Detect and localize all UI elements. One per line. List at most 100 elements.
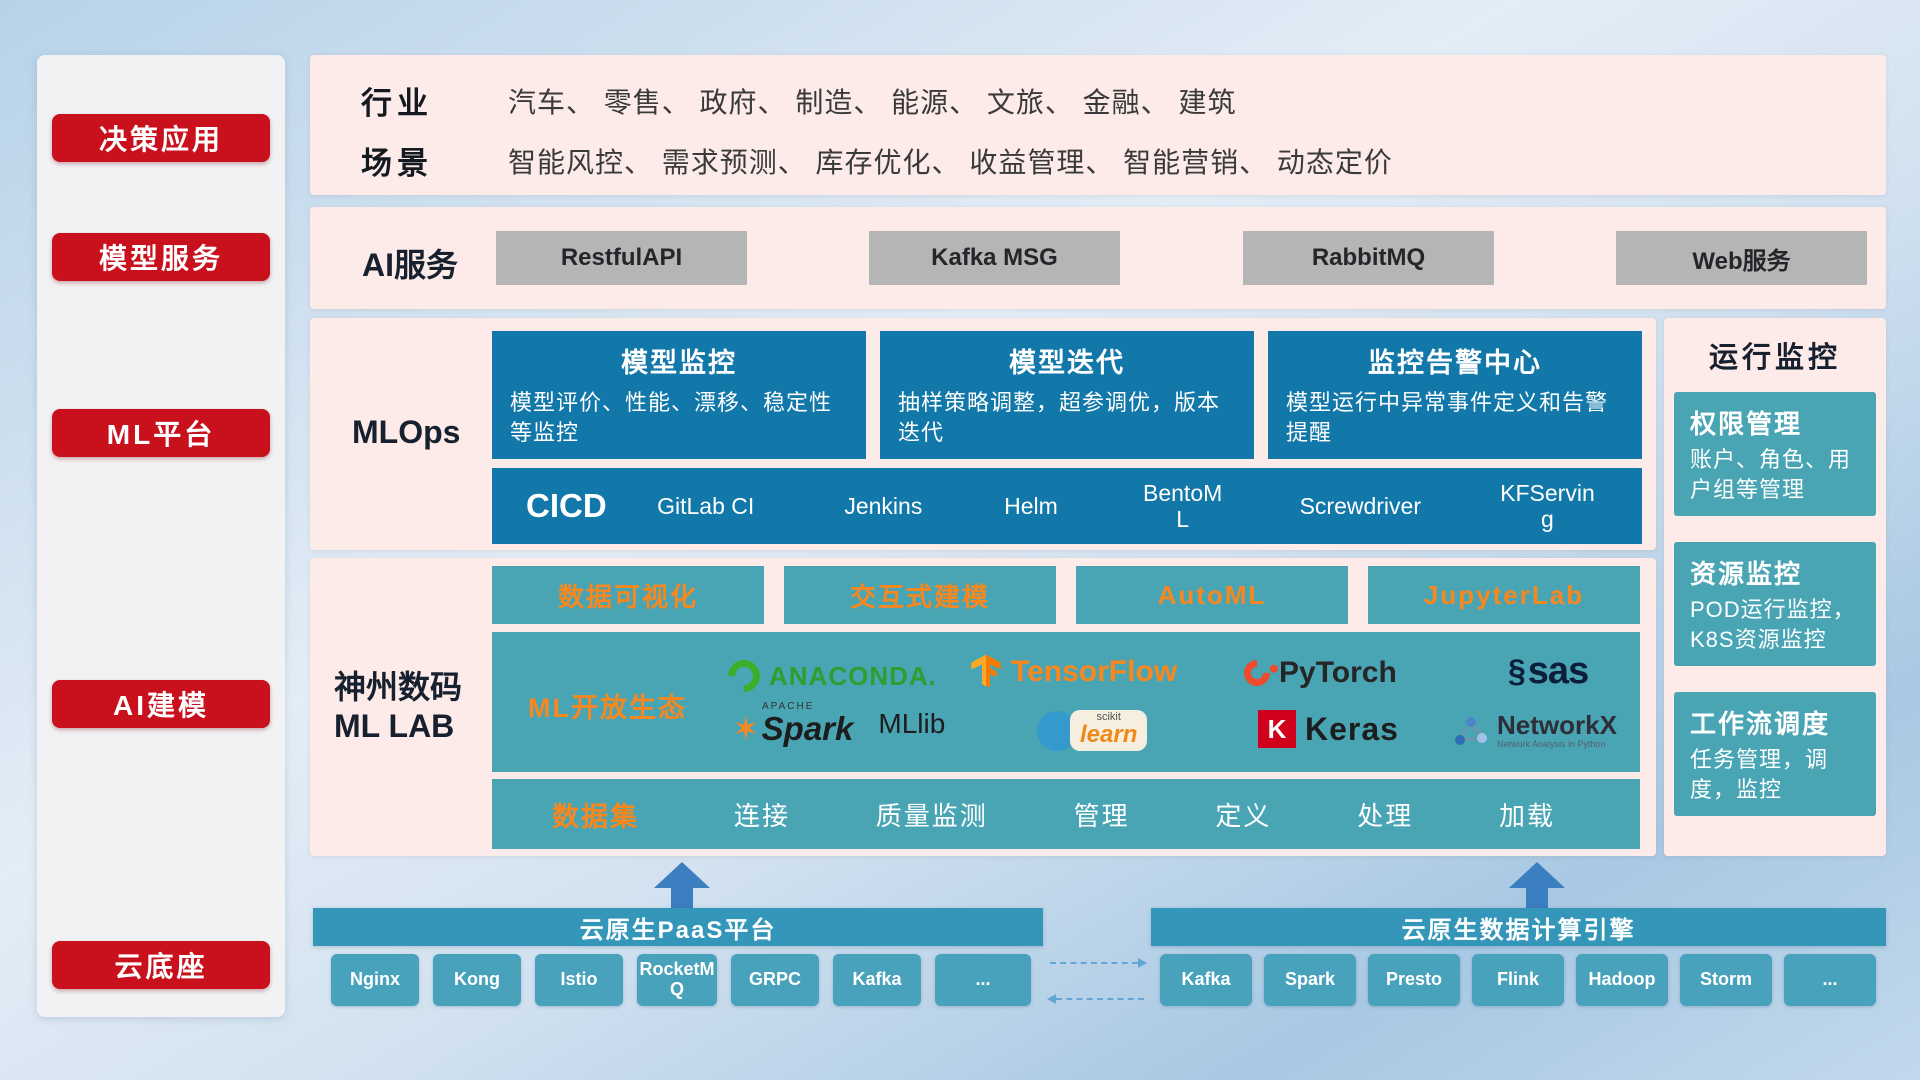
operation-monitoring-panel: 运行监控 权限管理 账户、角色、用户组等管理 资源监控 POD运行监控，K8S资…: [1664, 318, 1886, 856]
automl-button: AutoML: [1076, 566, 1348, 624]
alert-center-desc: 模型运行中异常事件定义和告警提醒: [1286, 390, 1609, 445]
cicd-item-jenkins: Jenkins: [844, 492, 923, 519]
sas-wordmark: sas: [1527, 650, 1589, 692]
rabbitmq-button: RabbitMQ: [1243, 231, 1494, 285]
dataset-items: 连接 质量监测 管理 定义 处理 加载: [639, 796, 1640, 833]
jupyterlab-button: JupyterLab: [1368, 566, 1640, 624]
cicd-item-kfserving: KFServing: [1500, 479, 1595, 532]
model-monitoring-title: 模型监控: [621, 348, 737, 378]
left-sidebar: 决策应用 模型服务 ML平台 AI建模 云底座: [37, 55, 285, 1017]
spark-mllib-logo: APACHE ✶Spark MLlib: [732, 702, 946, 747]
resource-monitoring-title: 资源监控: [1690, 559, 1803, 589]
learn-label: learn: [1080, 721, 1138, 748]
data-engine-bar: 云原生数据计算引擎: [1151, 908, 1886, 946]
rocketmq-button: RocketMQ: [637, 954, 717, 1006]
keras-icon: K: [1258, 710, 1296, 748]
permission-management-title: 权限管理: [1690, 409, 1803, 439]
dataset-item-manage: 管理: [1073, 800, 1130, 831]
dashed-arrow-left-icon: [1047, 994, 1144, 1004]
sidebar-item-ml-platform: ML平台: [52, 409, 270, 457]
flink-button: Flink: [1472, 954, 1564, 1006]
workflow-scheduling-card: 工作流调度 任务管理，调度，监控: [1674, 692, 1876, 816]
data-visualization-button: 数据可视化: [492, 566, 764, 624]
storm-button: Storm: [1680, 954, 1772, 1006]
spark-wordmark: ✶Spark: [732, 710, 854, 747]
model-iteration-title: 模型迭代: [1009, 348, 1125, 378]
pytorch-wordmark: PyTorch: [1279, 656, 1397, 689]
scenario-value: 智能风控、 需求预测、 库存优化、 收益管理、 智能营销、 动态定价: [508, 147, 1393, 178]
permission-management-desc: 账户、角色、用户组等管理: [1690, 447, 1852, 502]
dataset-item-define: 定义: [1215, 800, 1272, 831]
resource-monitoring-desc: POD运行监控，K8S资源监控: [1690, 597, 1856, 652]
networkx-wordmark-block: NetworkX Network Analysis in Python: [1497, 711, 1617, 750]
ml-open-ecosystem: ML开放生态 ANACONDA. TensorFlow PyTorch: [492, 632, 1640, 772]
istio-button: Istio: [535, 954, 623, 1006]
presto-button: Presto: [1368, 954, 1460, 1006]
mlops-label: MLOps: [352, 414, 461, 450]
cicd-label: CICD: [526, 487, 607, 524]
mllab-label-line2: ML LAB: [334, 708, 455, 744]
cicd-item-bentoml: BentoML: [1143, 479, 1223, 532]
keras-wordmark: Keras: [1305, 710, 1399, 747]
operation-monitoring-title: 运行监控: [1708, 342, 1841, 374]
kafka-paas-button: Kafka: [833, 954, 921, 1006]
workflow-scheduling-title: 工作流调度: [1690, 709, 1831, 739]
model-iteration-card: 模型迭代 抽样策略调整，超参调优，版本迭代: [880, 331, 1254, 459]
tensorflow-wordmark: TensorFlow: [1011, 655, 1178, 688]
up-arrow-stem: [1526, 888, 1548, 908]
dataset-bar: 数据集 连接 质量监测 管理 定义 处理 加载: [492, 779, 1640, 849]
dashed-arrow-right-icon: [1050, 958, 1147, 968]
networkx-icon: [1454, 716, 1488, 746]
engine-more-button: ...: [1784, 954, 1876, 1006]
interactive-modeling-button: 交互式建模: [784, 566, 1056, 624]
anaconda-logo: ANACONDA.: [721, 653, 937, 699]
cicd-bar: CICD GitLab CI Jenkins Helm BentoML Scre…: [492, 468, 1642, 544]
model-monitoring-desc: 模型评价、性能、漂移、稳定性等监控: [510, 390, 833, 445]
dataset-item-load: 加载: [1498, 800, 1555, 831]
web-service-button: Web服务: [1616, 231, 1867, 285]
dataset-label: 数据集: [552, 801, 639, 832]
cicd-item-helm: Helm: [1004, 492, 1058, 519]
networkx-subtitle: Network Analysis in Python: [1497, 739, 1606, 750]
cicd-item-gitlab-ci: GitLab CI: [657, 492, 755, 519]
model-monitoring-card: 模型监控 模型评价、性能、漂移、稳定性等监控: [492, 331, 866, 459]
mllib-wordmark: MLlib: [878, 707, 946, 739]
mllab-label-line1: 神州数码: [334, 669, 463, 705]
paas-platform-bar: 云原生PaaS平台: [313, 908, 1043, 946]
paas-more-button: ...: [935, 954, 1031, 1006]
sidebar-item-ai-modeling: AI建模: [52, 680, 270, 728]
cicd-item-screwdriver: Screwdriver: [1299, 492, 1421, 519]
kong-button: Kong: [433, 954, 521, 1006]
ai-service-label: AI服务: [362, 247, 459, 283]
dataset-item-quality: 质量监测: [875, 800, 988, 831]
up-arrow-paas: [654, 862, 710, 908]
spark-button: Spark: [1264, 954, 1356, 1006]
industry-value: 汽车、 零售、 政府、 制造、 能源、 文旅、 金融、 建筑: [508, 87, 1237, 118]
ml-ecosystem-label: ML开放生态: [528, 693, 687, 723]
alert-center-card: 监控告警中心 模型运行中异常事件定义和告警提醒: [1268, 331, 1642, 459]
keras-logo: K Keras: [1258, 710, 1399, 748]
scenario-label: 场景: [361, 146, 433, 181]
networkx-logo: NetworkX Network Analysis in Python: [1454, 711, 1617, 750]
grpc-button: GRPC: [731, 954, 819, 1006]
model-iteration-desc: 抽样策略调整，超参调优，版本迭代: [898, 390, 1221, 445]
up-arrow-head: [1509, 862, 1565, 888]
scikit-label: scikit: [1096, 711, 1121, 723]
up-arrow-stem: [671, 888, 693, 908]
spark-wordmark-block: APACHE ✶Spark: [732, 702, 854, 747]
spark-star-icon: ✶: [732, 710, 760, 747]
industry-scenario-panel: 行业 汽车、 零售、 政府、 制造、 能源、 文旅、 金融、 建筑 场景 智能风…: [310, 55, 1886, 195]
sidebar-item-model-service: 模型服务: [52, 233, 270, 281]
pytorch-icon: [1238, 654, 1276, 692]
anaconda-wordmark: ANACONDA.: [769, 660, 937, 691]
kafka-msg-button: Kafka MSG: [869, 231, 1120, 285]
dataset-item-process: 处理: [1357, 800, 1414, 831]
up-arrow-head: [654, 862, 710, 888]
mlops-panel: MLOps 模型监控 模型评价、性能、漂移、稳定性等监控 模型迭代 抽样策略调整…: [310, 318, 1656, 550]
nginx-button: Nginx: [331, 954, 419, 1006]
scikit-learn-badge: scikit learn: [1070, 710, 1148, 751]
permission-management-card: 权限管理 账户、角色、用户组等管理: [1674, 392, 1876, 516]
sidebar-item-cloud-base: 云底座: [52, 941, 270, 989]
pytorch-logo: PyTorch: [1238, 654, 1397, 692]
